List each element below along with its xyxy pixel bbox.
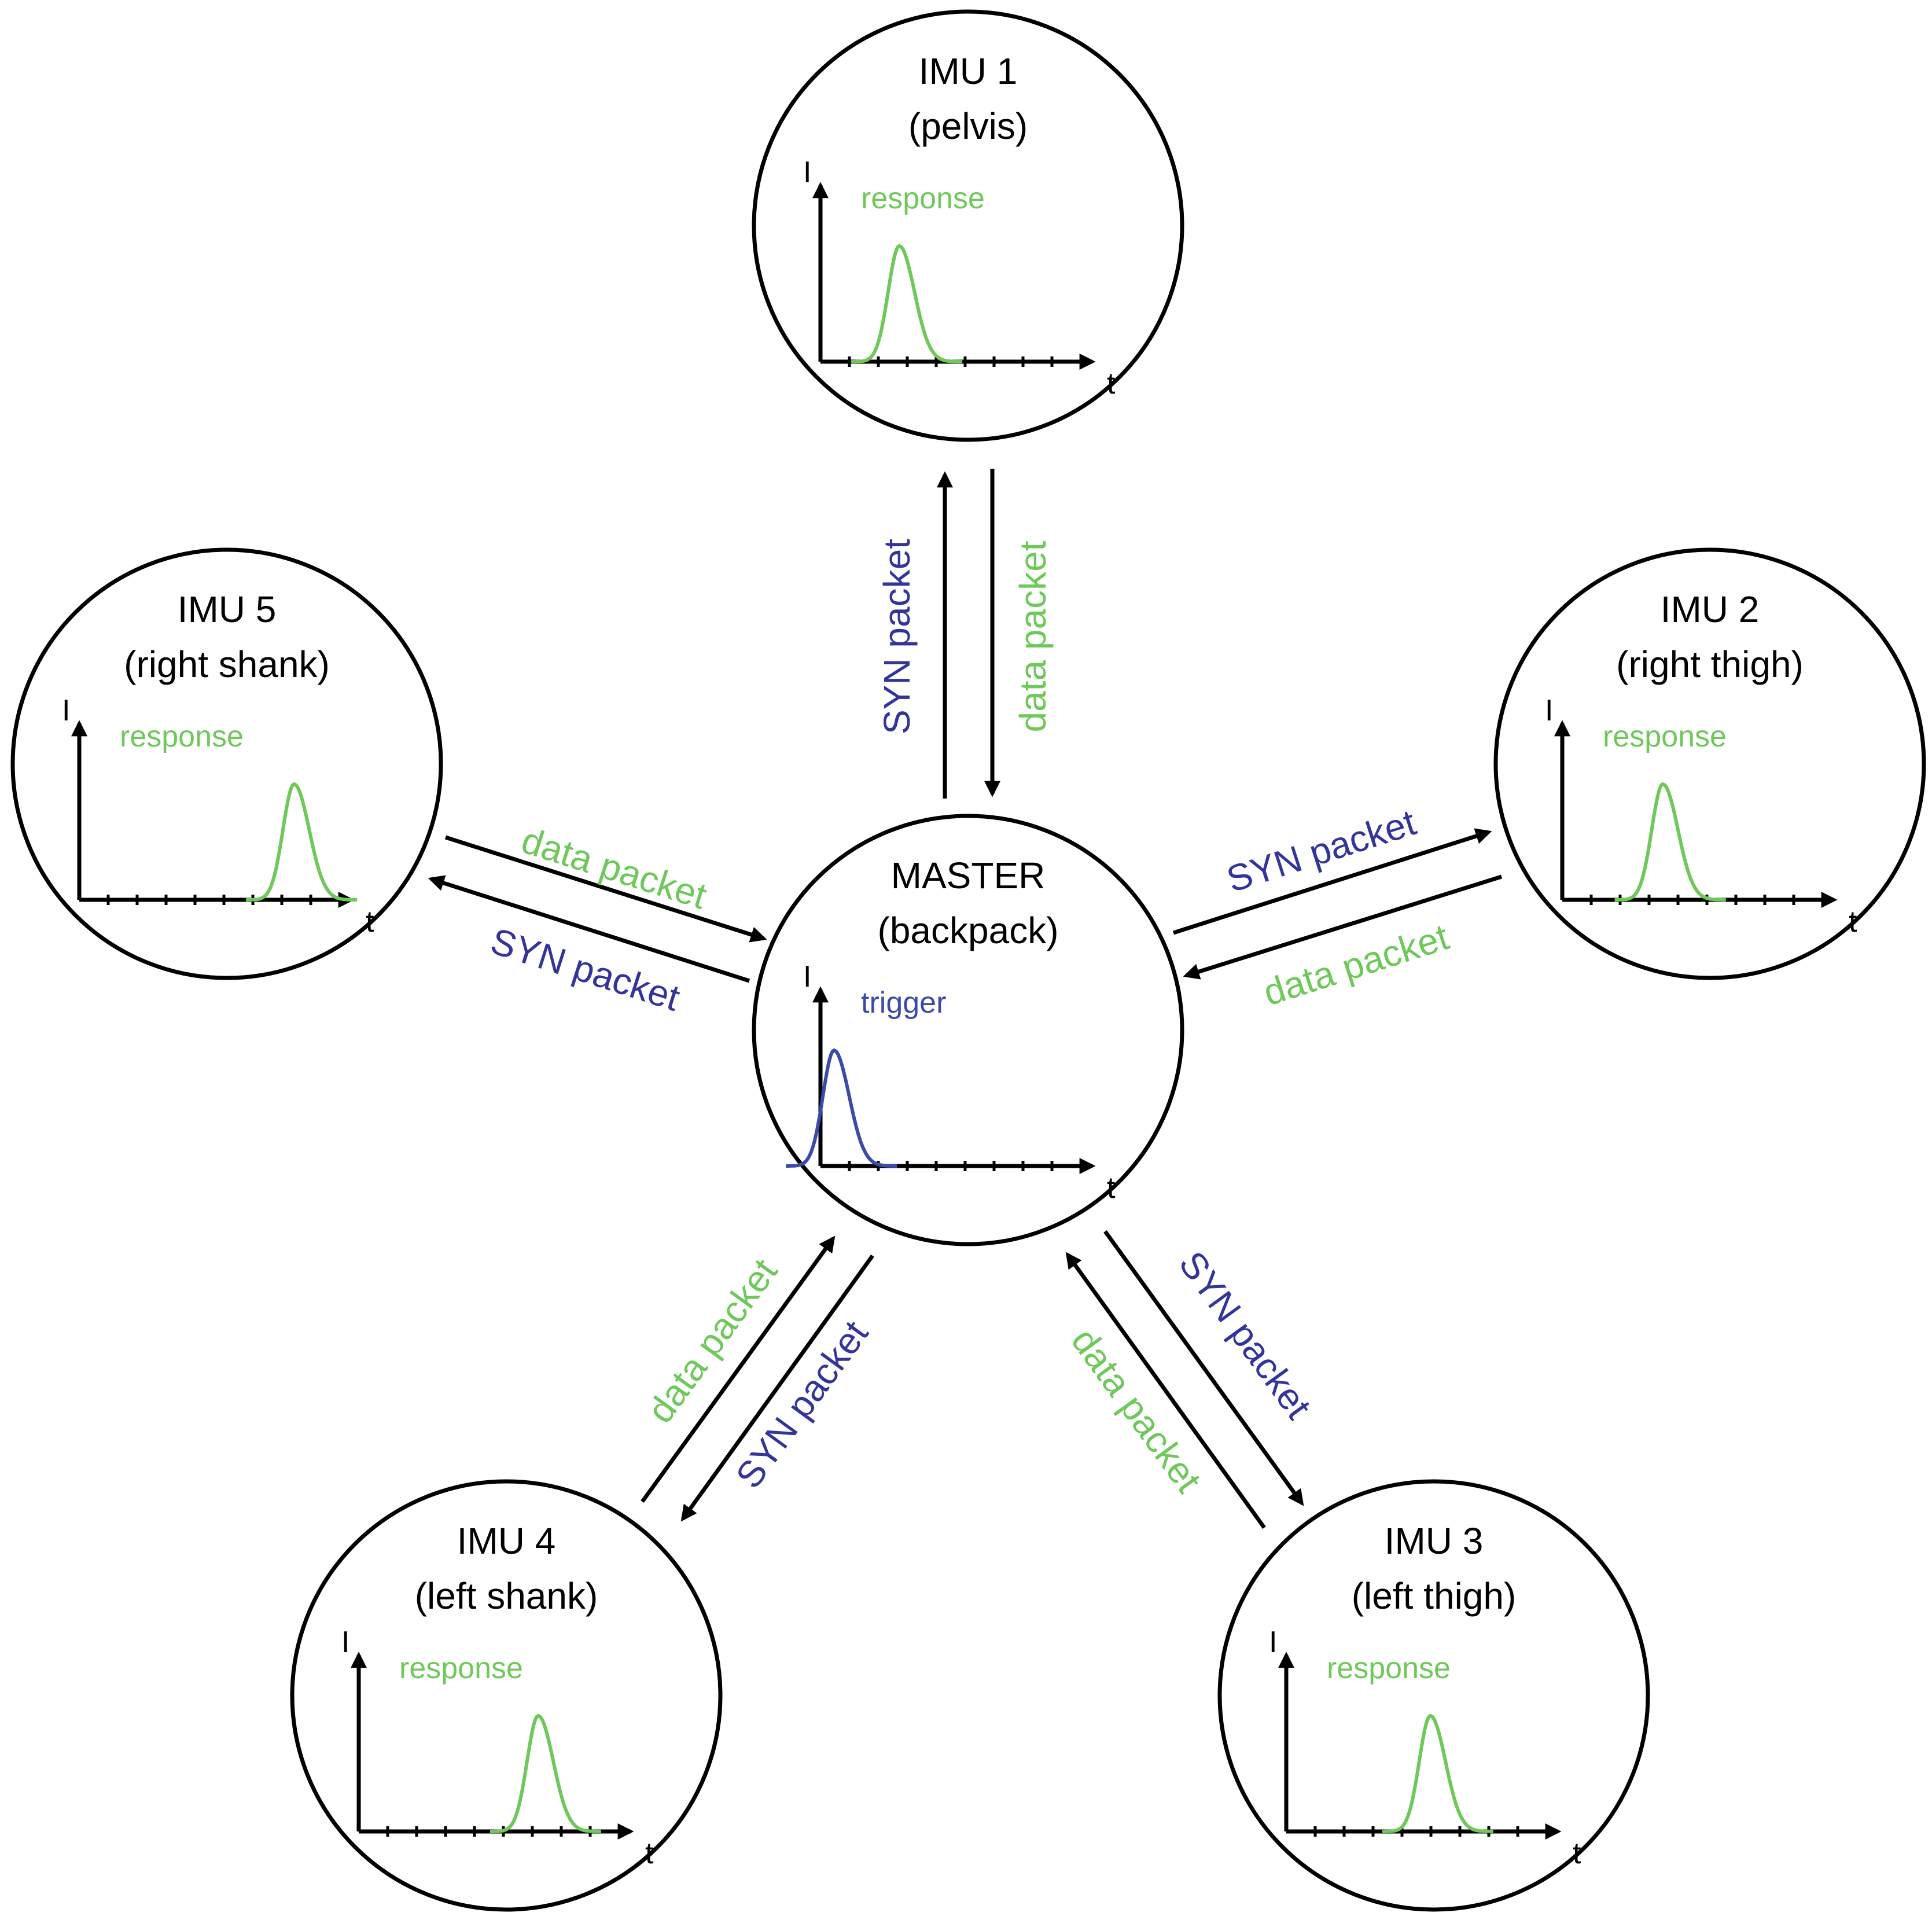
node-title-imu4: IMU 4: [457, 1520, 556, 1562]
node-title-imu2: IMU 2: [1661, 588, 1760, 630]
node-subtitle-imu5: (right shank): [124, 643, 330, 685]
x-axis-label-imu3: t: [1573, 1837, 1581, 1870]
x-axis-label-master: t: [1107, 1171, 1116, 1205]
node-circle-imu5: [10, 547, 443, 980]
node-circle-imu1: [752, 9, 1184, 442]
node-subtitle-master: (backpack): [878, 910, 1059, 951]
signal-label-imu4: response: [399, 1652, 523, 1685]
syn-arrow-imu5: [428, 875, 750, 983]
node-title-master: MASTER: [891, 855, 1046, 896]
node-subtitle-imu1: (pelvis): [908, 105, 1028, 147]
response-pulse-imu5: [246, 782, 358, 902]
y-axis-label-imu4: I: [341, 1625, 349, 1659]
x-axis-label-imu5: t: [366, 905, 374, 939]
signal-label-master: trigger: [861, 986, 946, 1020]
node-title-imu3: IMU 3: [1385, 1520, 1484, 1562]
signal-label-imu1: response: [861, 182, 985, 215]
syn-arrow-imu4: [680, 1254, 874, 1522]
syn-arrow-imu2: [1172, 828, 1492, 935]
node-circle-imu2: [1493, 547, 1926, 980]
signal-plot-imu2: It response: [1545, 694, 1857, 939]
node-title-imu5: IMU 5: [178, 588, 277, 630]
data-arrow-imu5: [444, 835, 767, 943]
trigger-pulse-master: [786, 1048, 897, 1168]
syn-arrow-imu3: [1103, 1230, 1304, 1506]
response-pulse-imu1: [851, 244, 963, 363]
node-imu2: IMU 2 (right thigh) It response: [1493, 547, 1926, 980]
node-imu1: IMU 1 (pelvis) It response: [752, 9, 1184, 442]
signal-plot-master: It trigger: [786, 960, 1116, 1205]
y-axis-label-imu5: I: [62, 694, 70, 727]
data-packet-label-imu1: data packet: [1012, 540, 1054, 732]
response-pulse-imu3: [1382, 1713, 1493, 1833]
nodes-layer: MASTER (backpack) It trigger IMU 1 (pelvis) It…: [10, 9, 1926, 1912]
data-arrow-imu4: [641, 1235, 836, 1503]
node-subtitle-imu2: (right thigh): [1616, 643, 1804, 685]
node-imu4: IMU 4 (left shank) It response: [290, 1479, 723, 1912]
syn-packet-label-imu3: SYN packet: [1171, 1244, 1320, 1426]
signal-plot-imu1: It response: [803, 156, 1116, 400]
node-imu3: IMU 3 (left thigh) It response: [1217, 1479, 1650, 1912]
data-arrow-imu3: [1065, 1252, 1266, 1529]
response-pulse-imu2: [1614, 782, 1726, 902]
node-subtitle-imu4: (left shank): [415, 1575, 598, 1617]
signal-label-imu2: response: [1603, 720, 1727, 753]
signal-label-imu3: response: [1327, 1652, 1451, 1685]
signal-plot-imu4: It response: [341, 1625, 654, 1870]
node-circle-imu4: [290, 1479, 723, 1912]
node-master: MASTER (backpack) It trigger: [752, 814, 1184, 1246]
x-axis-label-imu2: t: [1849, 905, 1857, 939]
x-axis-label-imu1: t: [1107, 367, 1116, 400]
syn-packet-label-imu5: SYN packet: [486, 919, 685, 1018]
signal-plot-imu5: It response: [62, 694, 374, 939]
response-pulse-imu4: [490, 1713, 602, 1833]
link-imu1: SYN packet data packet: [876, 469, 1054, 799]
node-subtitle-imu3: (left thigh): [1352, 1575, 1517, 1617]
data-arrow-imu2: [1183, 874, 1503, 980]
node-circle-imu3: [1217, 1479, 1650, 1912]
node-title-imu1: IMU 1: [919, 50, 1018, 92]
y-axis-label-imu1: I: [803, 156, 811, 189]
syn-packet-label-imu1: SYN packet: [876, 539, 918, 734]
data-packet-label-imu5: data packet: [517, 819, 712, 917]
syn-packet-label-imu4: SYN packet: [727, 1313, 876, 1496]
y-axis-label-master: I: [803, 960, 811, 994]
data-packet-label-imu2: data packet: [1258, 915, 1453, 1013]
node-imu5: IMU 5 (right shank) It response: [10, 547, 443, 980]
x-axis-label-imu4: t: [645, 1837, 654, 1870]
signal-label-imu5: response: [120, 720, 244, 753]
y-axis-label-imu3: I: [1269, 1625, 1277, 1659]
y-axis-label-imu2: I: [1545, 694, 1553, 727]
signal-plot-imu3: It response: [1269, 1625, 1581, 1870]
